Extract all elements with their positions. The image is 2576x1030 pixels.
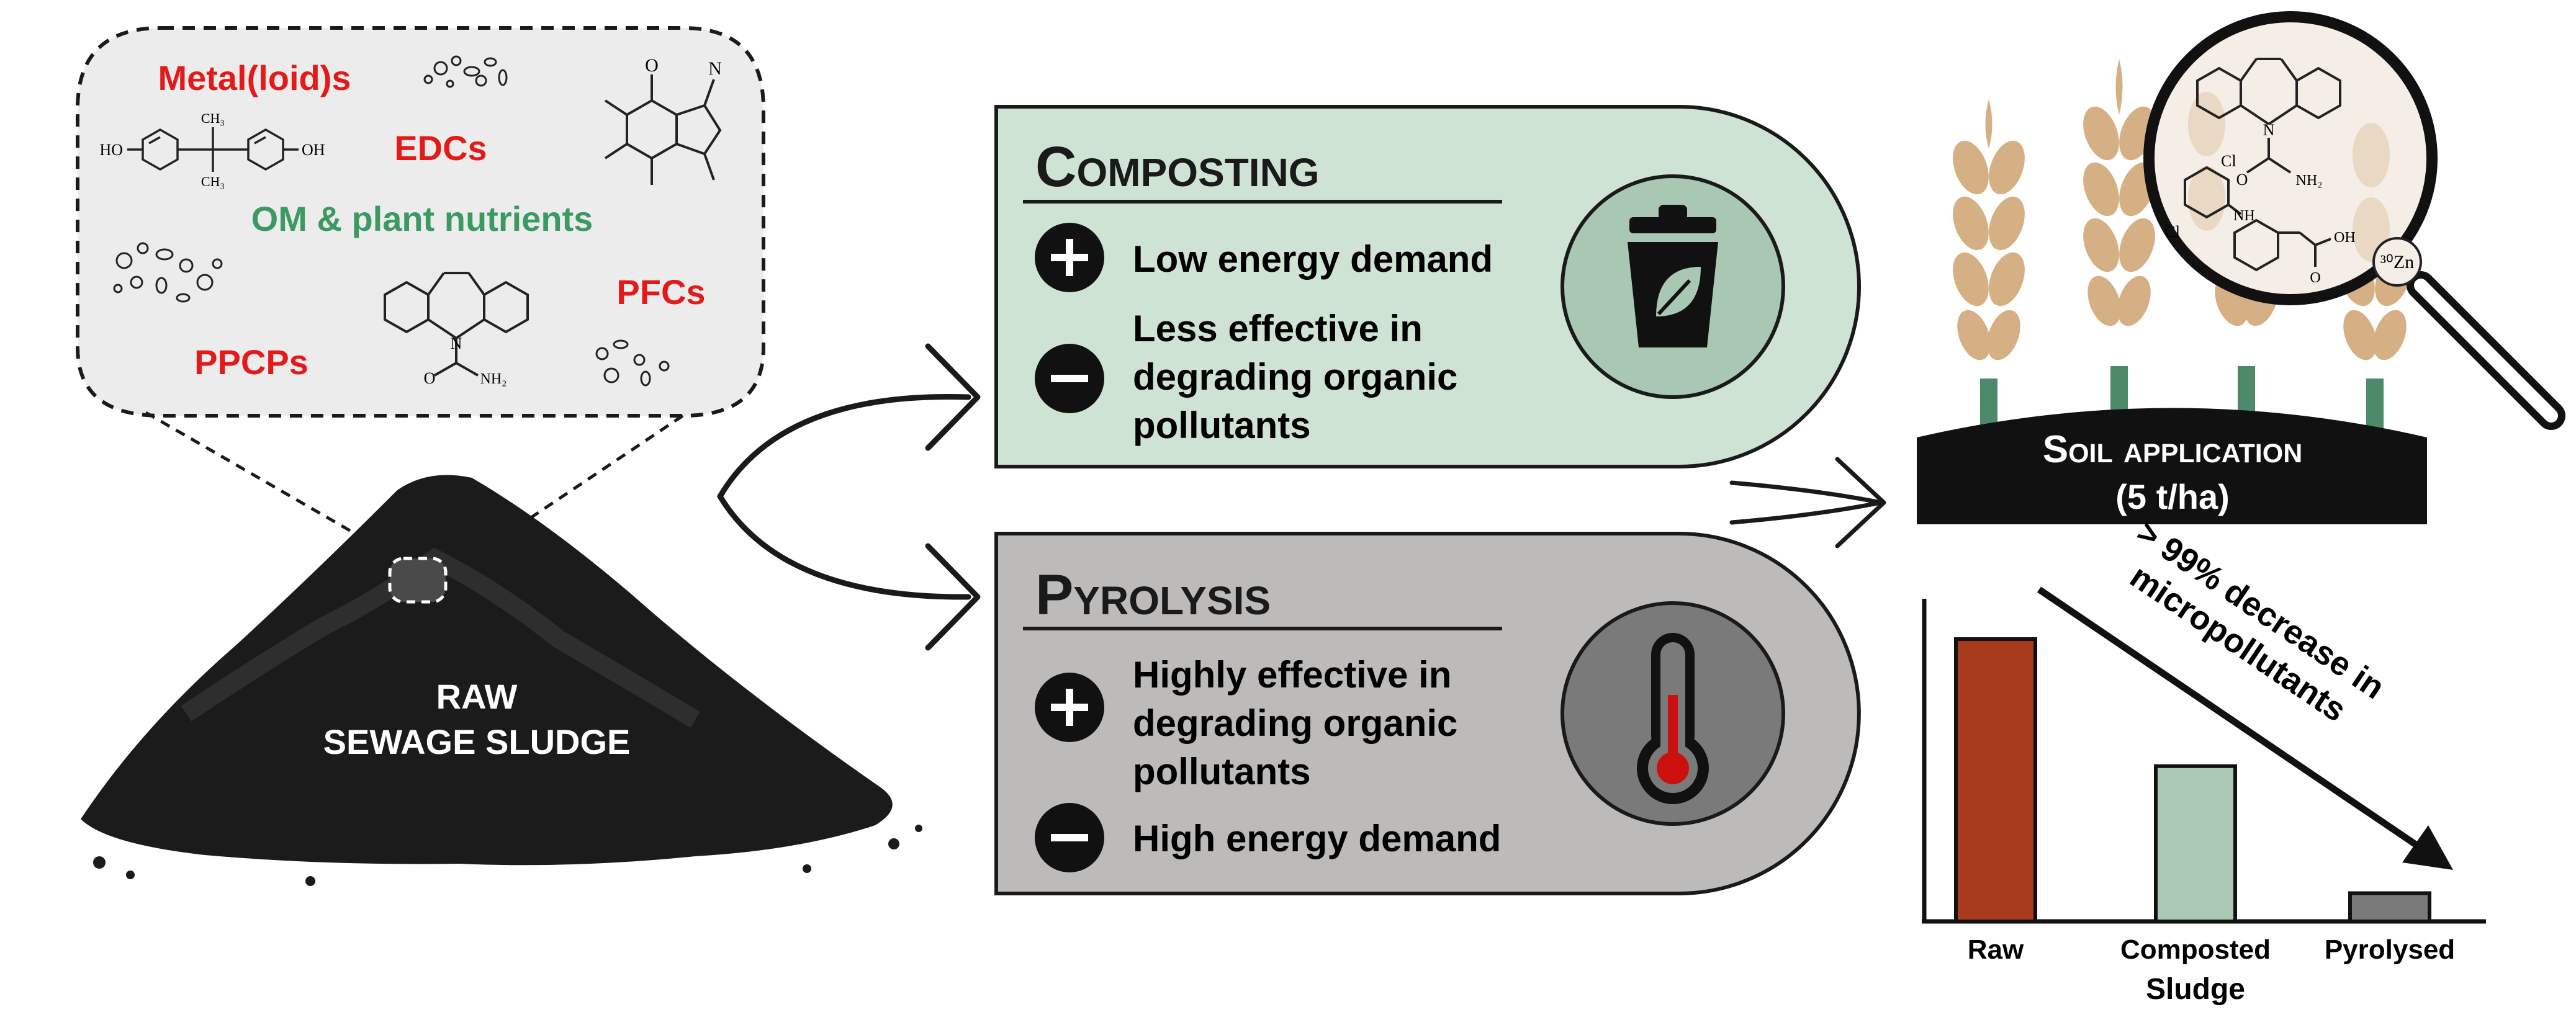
contaminant-bubble: Metal(loid)s EDCs OM & plant nutrients P… [76, 26, 765, 582]
soil-application: Soil application (5 t/ha) N O NH₂ [1917, 11, 2565, 524]
particle-cluster-right [595, 339, 670, 387]
magnifier-icon: N O NH₂ Cl Cl NH OH O ³⁰Zn [2143, 11, 2565, 430]
arrowhead-composting [925, 343, 981, 451]
magnifier-o2: O [2310, 270, 2320, 286]
pyrolysis-plus-line1: Highly effective in [1133, 654, 1451, 696]
bpa-ho: HO [99, 141, 123, 159]
soil-mound [1917, 408, 2427, 524]
label-ppcps: PPCPs [194, 343, 308, 382]
magnifier-nh2: NH₂ [2295, 172, 2322, 189]
label-om-nutrients: OM & plant nutrients [251, 199, 593, 238]
sludge-mass [81, 475, 893, 866]
cbz-n-bubble: N [451, 334, 462, 352]
arrowhead-pyrolysis [925, 543, 981, 651]
pyrolysis-plus-line2: degrading organic [1133, 702, 1457, 744]
pyrolysis-title: Pyrolysis [1035, 563, 1271, 627]
zinc-badge: ³⁰Zn [2380, 252, 2414, 272]
decrease-arrow [2037, 586, 2426, 853]
label-edcs: EDCs [394, 128, 487, 168]
decrease-arrowhead [2402, 825, 2453, 870]
magnifier-o1: O [2236, 171, 2248, 189]
carbamazepine-structure-bubble [384, 272, 529, 377]
wheat-stem [1980, 378, 1997, 428]
composting-title: Composting [1035, 135, 1320, 199]
branch-arrow [717, 343, 981, 651]
magnifier-cl1: Cl [2221, 152, 2236, 170]
pollutant-bar-chart: Raw Composted Pyrolysed Sludge > 99% dec… [1922, 514, 2486, 1006]
bar-pyrolysed [2348, 891, 2431, 923]
caffeine-n: N [708, 58, 722, 79]
label-pfcs: PFCs [616, 272, 705, 311]
bar-composted [2154, 764, 2237, 923]
branch-to-composting [717, 393, 971, 499]
composting-minus-line2: degrading organic [1133, 356, 1457, 398]
category-label-raw: Raw [1968, 934, 2024, 965]
composting-minus-line1: Less effective in [1133, 308, 1423, 349]
bpa-ch3-bottom: CH₃ [201, 174, 225, 189]
pyrolysis-minus-text: High energy demand [1133, 818, 1501, 859]
label-metals: Metal(loid)s [158, 58, 351, 97]
category-label-composted: Composted [2120, 934, 2271, 965]
particle-cluster-top [423, 55, 508, 88]
wheat-stem [2366, 378, 2384, 428]
composting-panel: Composting Low energy demand Less effect… [994, 105, 1861, 468]
pyrolysis-panel: Pyrolysis Highly effective in degrading … [994, 532, 1861, 895]
magnifier-oh: OH [2334, 230, 2356, 246]
caffeine-o: O [645, 55, 659, 76]
cbz-nh2-bubble: NH₂ [480, 371, 507, 387]
bpa-ch3-top: CH₃ [201, 110, 225, 126]
chart-x-label: Sludge [2146, 973, 2245, 1006]
particle-cluster-left [113, 242, 223, 303]
bisphenol-a-structure [127, 127, 299, 172]
bar-raw [1954, 637, 2037, 923]
composting-minus-line3: pollutants [1133, 405, 1311, 446]
soil-label-line2: (5 t/ha) [2115, 477, 2230, 516]
pyrolysis-plus-line3: pollutants [1133, 751, 1311, 792]
sample-highlight [388, 557, 448, 604]
soil-label-line1: Soil application [2043, 428, 2303, 471]
compost-bin-icon [1628, 205, 1718, 347]
sludge-pile: RAW SEWAGE SLUDGE [81, 475, 922, 886]
sludge-label-line1: RAW [436, 677, 518, 716]
caffeine-structure [604, 74, 722, 185]
sludge-label-line2: SEWAGE SLUDGE [323, 722, 631, 761]
cbz-o-bubble: O [424, 369, 436, 387]
bubble-outline [76, 26, 765, 418]
magnifier-cl2: Cl [2164, 223, 2180, 241]
thermometer-icon [1637, 633, 1709, 804]
magnifier-n: N [2263, 121, 2275, 139]
category-label-pyrolysed: Pyrolysed [2325, 934, 2455, 965]
branch-to-pyrolysis [717, 493, 971, 600]
arrow-to-soil [1729, 457, 1886, 549]
composting-plus-text: Low energy demand [1133, 238, 1493, 280]
bpa-oh: OH [302, 141, 325, 159]
magnifier-nh: NH [2233, 208, 2255, 224]
